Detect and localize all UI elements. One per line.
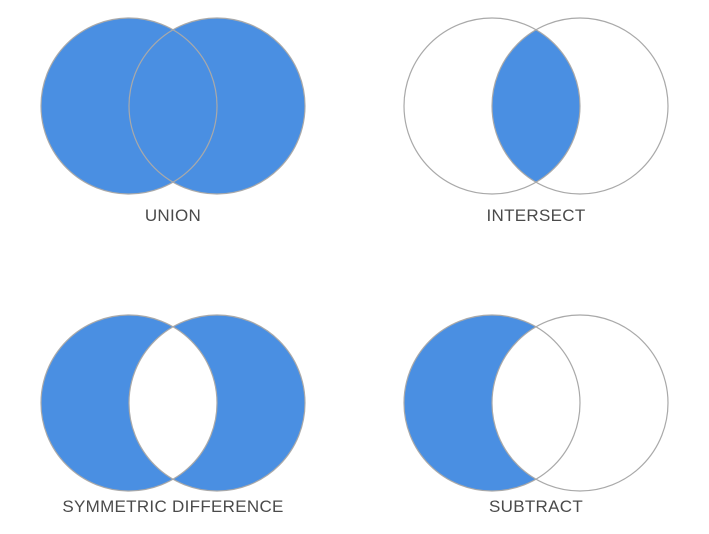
symmetric-difference-diagram <box>40 314 306 492</box>
symdiff-overlap-hole <box>129 315 217 491</box>
symdiff-right-outline <box>128 314 306 492</box>
intersect-overlap <box>492 18 580 194</box>
intersect-right-outline <box>491 17 669 195</box>
symdiff-left-outline <box>40 314 218 492</box>
subtract-label: SUBTRACT <box>488 497 583 516</box>
subtract-right-outline <box>491 314 669 492</box>
subtract-left-outline <box>403 314 581 492</box>
union-diagram <box>40 17 306 195</box>
union-left-outline <box>40 17 218 195</box>
subtract-diagram <box>403 314 669 492</box>
symmetric-difference-label: SYMMETRIC DIFFERENCE <box>62 497 284 516</box>
union-label: UNION <box>144 206 202 225</box>
intersect-diagram <box>403 17 669 195</box>
union-right-outline <box>128 17 306 195</box>
intersect-left-outline <box>403 17 581 195</box>
intersect-label: INTERSECT <box>486 206 586 225</box>
